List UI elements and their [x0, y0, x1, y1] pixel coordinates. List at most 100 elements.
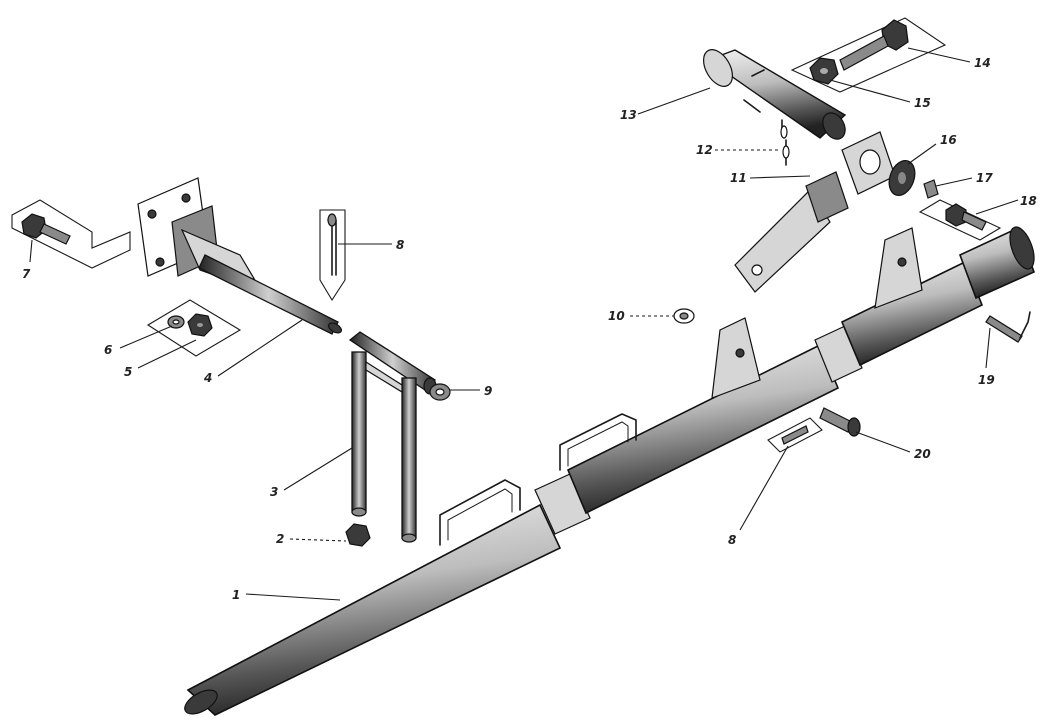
label-11: 11: [730, 171, 747, 185]
fork-leg-right-end: [401, 533, 417, 543]
chain-12: [780, 119, 790, 166]
beam-end-cap: [184, 689, 218, 715]
leader-20: [855, 431, 911, 453]
label-14: 14: [974, 56, 991, 70]
label-6: 6: [104, 343, 112, 357]
label-19: 19: [978, 373, 995, 387]
leader-11: [749, 175, 811, 179]
leader-15: [829, 79, 911, 103]
beam-segment-upper: [840, 260, 984, 367]
bolt-18-group: [918, 199, 1002, 241]
label-9: 9: [484, 384, 492, 398]
washer-9-hole: [435, 388, 445, 396]
label-13: 13: [620, 108, 637, 122]
link-plate-square: [805, 171, 849, 223]
leader-6: [119, 325, 173, 349]
label-3: 3: [270, 485, 278, 499]
fork-bridge: [365, 360, 403, 394]
axle-4-end: [328, 322, 342, 334]
cotter-pin-8-lower: [781, 425, 809, 445]
pin-19-bend: [1019, 311, 1031, 339]
mounting-lug-1: [711, 317, 761, 399]
washer-nut-group: [146, 299, 242, 357]
bolt-7-frame: [11, 199, 131, 269]
leader-14: [907, 47, 971, 63]
fork-crossbar: [348, 331, 436, 393]
leader-lines: [29, 47, 1019, 601]
beam-segment-lower: [186, 503, 562, 716]
fork-leg-right: [401, 377, 417, 539]
washer-10-hole: [679, 312, 689, 320]
pin-20-shank: [819, 407, 853, 433]
label-18: 18: [1020, 194, 1037, 208]
leader-7: [29, 239, 33, 263]
label-15: 15: [914, 96, 931, 110]
fork-leg-left-end: [351, 507, 367, 517]
leader-13: [637, 87, 711, 115]
leader-16: [907, 143, 937, 165]
flange-hole: [859, 149, 881, 175]
plate-hole-1: [147, 209, 157, 219]
label-16: 16: [940, 133, 957, 147]
mounting-lug-2: [874, 227, 923, 309]
cotter-pin-8-lower-frame: [767, 417, 823, 453]
lug-hole-2: [897, 257, 907, 267]
label-8-upper: 8: [396, 238, 404, 252]
label-20: 20: [914, 447, 931, 461]
bolt-18-frame: [918, 199, 1002, 241]
roller-body: [706, 49, 847, 139]
bolt-7-shank: [39, 223, 71, 245]
cotter-pin-8: [327, 219, 337, 276]
nut-2: [345, 523, 371, 547]
label-2: 2: [276, 532, 284, 546]
washer-6-hole: [172, 319, 180, 325]
link-plate-hole: [751, 264, 763, 276]
link-plates-11: [734, 131, 896, 293]
bolt-7-group: [11, 199, 131, 269]
label-5: 5: [124, 365, 132, 379]
handle-loop-1-inner: [447, 488, 513, 541]
label-10: 10: [608, 309, 625, 323]
leader-2: [289, 538, 347, 542]
bolt-18-shank: [961, 211, 987, 231]
axle-4: [198, 254, 339, 335]
cotter-pin-8-eye: [327, 213, 337, 227]
leader-19: [985, 327, 991, 369]
roller-groove: [743, 69, 765, 113]
cotter-pin-8-group: [319, 209, 346, 302]
fork-leg-left: [351, 351, 367, 513]
washer-nut-frame: [146, 299, 242, 357]
nut-5-hole: [197, 323, 203, 327]
mounting-bracket-assembly: [137, 177, 342, 335]
roller-13: [702, 49, 847, 140]
disc-16: [888, 159, 916, 197]
washer-9: [429, 383, 451, 401]
roller-left-end: [702, 49, 734, 87]
label-1: 1: [232, 588, 240, 602]
fork-3: [348, 331, 437, 543]
leader-18: [975, 199, 1019, 215]
label-8-lower: 8: [728, 533, 736, 547]
leader-5: [137, 339, 197, 369]
chain-link-bottom: [782, 145, 790, 159]
cotter-pin-8-lower-group: [767, 417, 823, 453]
washer-10: [673, 308, 695, 324]
handle-loop-2-inner: [567, 421, 629, 467]
pin-20: [819, 407, 861, 437]
handle-loop-2: [559, 413, 637, 471]
pin-20-head: [847, 417, 861, 437]
plate-hole-2: [181, 193, 191, 203]
leader-4: [217, 319, 303, 377]
label-7: 7: [22, 267, 31, 281]
roller-right-end: [822, 112, 846, 140]
label-12: 12: [696, 143, 713, 157]
label-4: 4: [203, 371, 212, 385]
plate-17: [923, 179, 939, 199]
main-beam: [184, 226, 1036, 716]
label-17: 17: [976, 171, 993, 185]
bolt-14-shank: [839, 35, 889, 71]
beam-end-opening: [1009, 226, 1035, 270]
handle-loop-1: [439, 479, 521, 546]
disc-16-hole: [898, 172, 906, 184]
pin-19: [985, 311, 1031, 343]
